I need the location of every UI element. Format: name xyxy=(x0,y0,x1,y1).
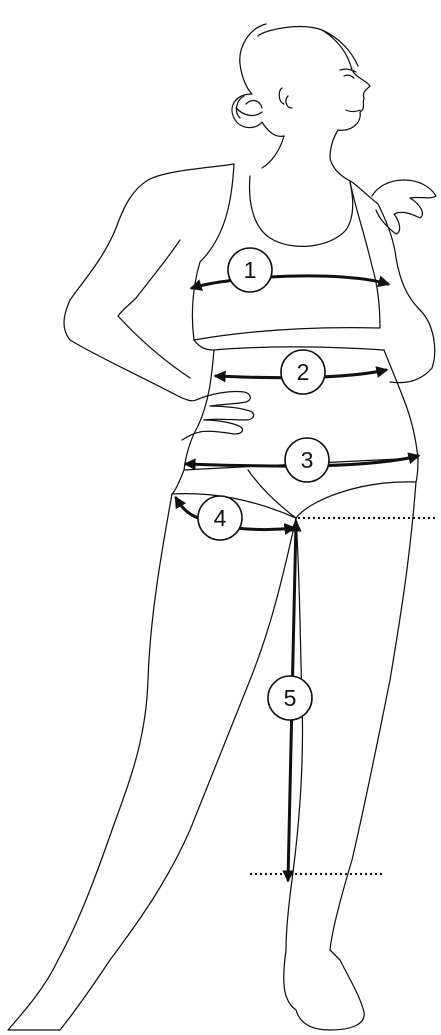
left-leg-outline xyxy=(8,494,296,1030)
right-foot-outline xyxy=(284,950,364,1030)
torso-right xyxy=(384,350,418,458)
left-arm-inner xyxy=(118,240,190,378)
thigh-arrow-upper xyxy=(176,498,198,518)
neck-outline xyxy=(262,136,352,182)
marker-5-label: 5 xyxy=(284,685,297,711)
marker-3-label: 3 xyxy=(301,447,314,473)
marker-2: 2 xyxy=(281,350,325,394)
briefs-leg-left xyxy=(248,470,296,518)
right-hand-outline xyxy=(372,180,436,234)
marker-4: 4 xyxy=(198,496,242,540)
hair-detail xyxy=(258,27,358,66)
face-features xyxy=(286,69,360,111)
marker-5: 5 xyxy=(268,676,312,720)
hair-outline xyxy=(232,24,284,136)
marker-2-label: 2 xyxy=(297,359,310,385)
marker-3: 3 xyxy=(285,438,329,482)
bra-band xyxy=(194,340,384,350)
bra-neckline xyxy=(250,176,353,246)
hair-bun xyxy=(236,96,262,118)
thigh-arrow-lower xyxy=(236,528,294,530)
marker-1: 1 xyxy=(228,248,272,292)
ear-outline xyxy=(279,88,284,104)
right-leg-outline xyxy=(330,482,416,950)
left-hand-outline xyxy=(182,391,254,440)
marker-1-label: 1 xyxy=(244,257,257,283)
marker-4-label: 4 xyxy=(214,505,227,531)
face-outline xyxy=(322,30,370,158)
torso-left xyxy=(184,350,214,470)
bust-arrow xyxy=(192,276,388,288)
